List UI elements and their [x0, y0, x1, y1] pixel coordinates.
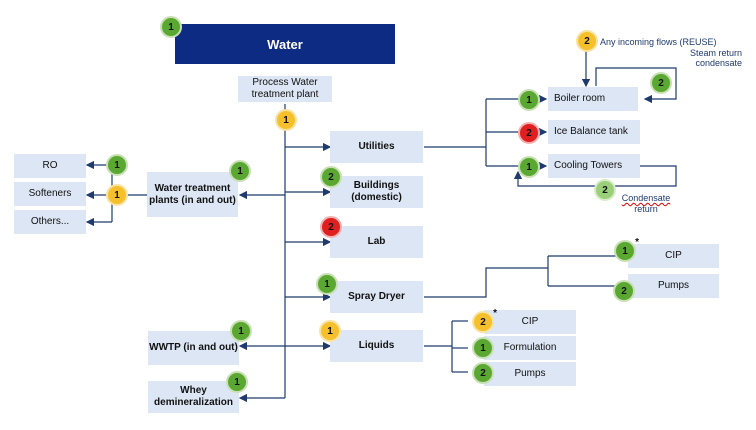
water-treatment-plants-badge: 1	[229, 160, 251, 182]
cip-spray-badge: 1*	[614, 237, 639, 262]
ice-balance-box: Ice Balance tank	[548, 120, 640, 144]
pumps-liquids-badge: 2	[472, 362, 494, 384]
whey-box: Whey demineralization	[148, 381, 239, 413]
lab-box: Lab	[330, 226, 423, 258]
cooling-towers-box: Cooling Towers	[548, 154, 640, 178]
condensate-label: Condensate	[621, 193, 671, 203]
steam-return-badge: 2	[650, 72, 672, 94]
buildings-box: Buildings (domestic)	[330, 176, 423, 208]
others-box: Others...	[14, 210, 86, 234]
wwtp-badge: 1	[230, 320, 252, 342]
ro-box: RO	[14, 154, 86, 178]
spray-dryer-badge: 1	[316, 273, 338, 295]
cip-liquids-box: CIP	[484, 310, 576, 334]
spray-dryer-box: Spray Dryer	[330, 281, 423, 313]
cooling-towers-badge: 1	[518, 156, 540, 178]
pumps-spray-badge: 2	[613, 280, 635, 302]
formulation-box: Formulation	[484, 336, 576, 360]
utilities-box: Utilities	[330, 131, 423, 163]
ro-badge: 1	[106, 154, 128, 176]
cip-liquids-badge: 2*	[472, 308, 497, 333]
water-treatment-plants-box: Water treatment plants (in and out)	[147, 172, 238, 217]
liquids-box: Liquids	[330, 330, 423, 362]
steam-return-note: Steam return condensate	[689, 48, 742, 68]
buildings-badge: 2	[320, 166, 342, 188]
softeners-badge: 1	[106, 184, 128, 206]
title-badge: 1	[160, 16, 182, 38]
ice-balance-badge: 2	[518, 122, 540, 144]
formulation-badge: 1	[472, 337, 494, 359]
process-water-box: Process Water treatment plant	[238, 76, 332, 102]
pumps-liquids-box: Pumps	[484, 362, 576, 386]
pumps-spray-box: Pumps	[628, 274, 719, 298]
boiler-room-badge: 1	[518, 89, 540, 111]
incoming-flows-note: Any incoming flows (REUSE)	[600, 37, 717, 47]
incoming-flows-badge: 2	[576, 30, 598, 52]
title-box: Water	[175, 24, 395, 64]
return-label: return	[634, 204, 658, 214]
condensate-return-badge: 2	[594, 179, 616, 201]
boiler-room-box: Boiler room	[548, 87, 638, 111]
softeners-box: Softeners	[14, 182, 86, 206]
wwtp-box: WWTP (in and out)	[148, 331, 239, 365]
whey-badge: 1	[226, 371, 248, 393]
process-water-badge: 1	[275, 109, 297, 131]
lab-badge: 2	[320, 216, 342, 238]
cip-spray-box: CIP	[628, 244, 719, 268]
liquids-badge: 1	[319, 320, 341, 342]
